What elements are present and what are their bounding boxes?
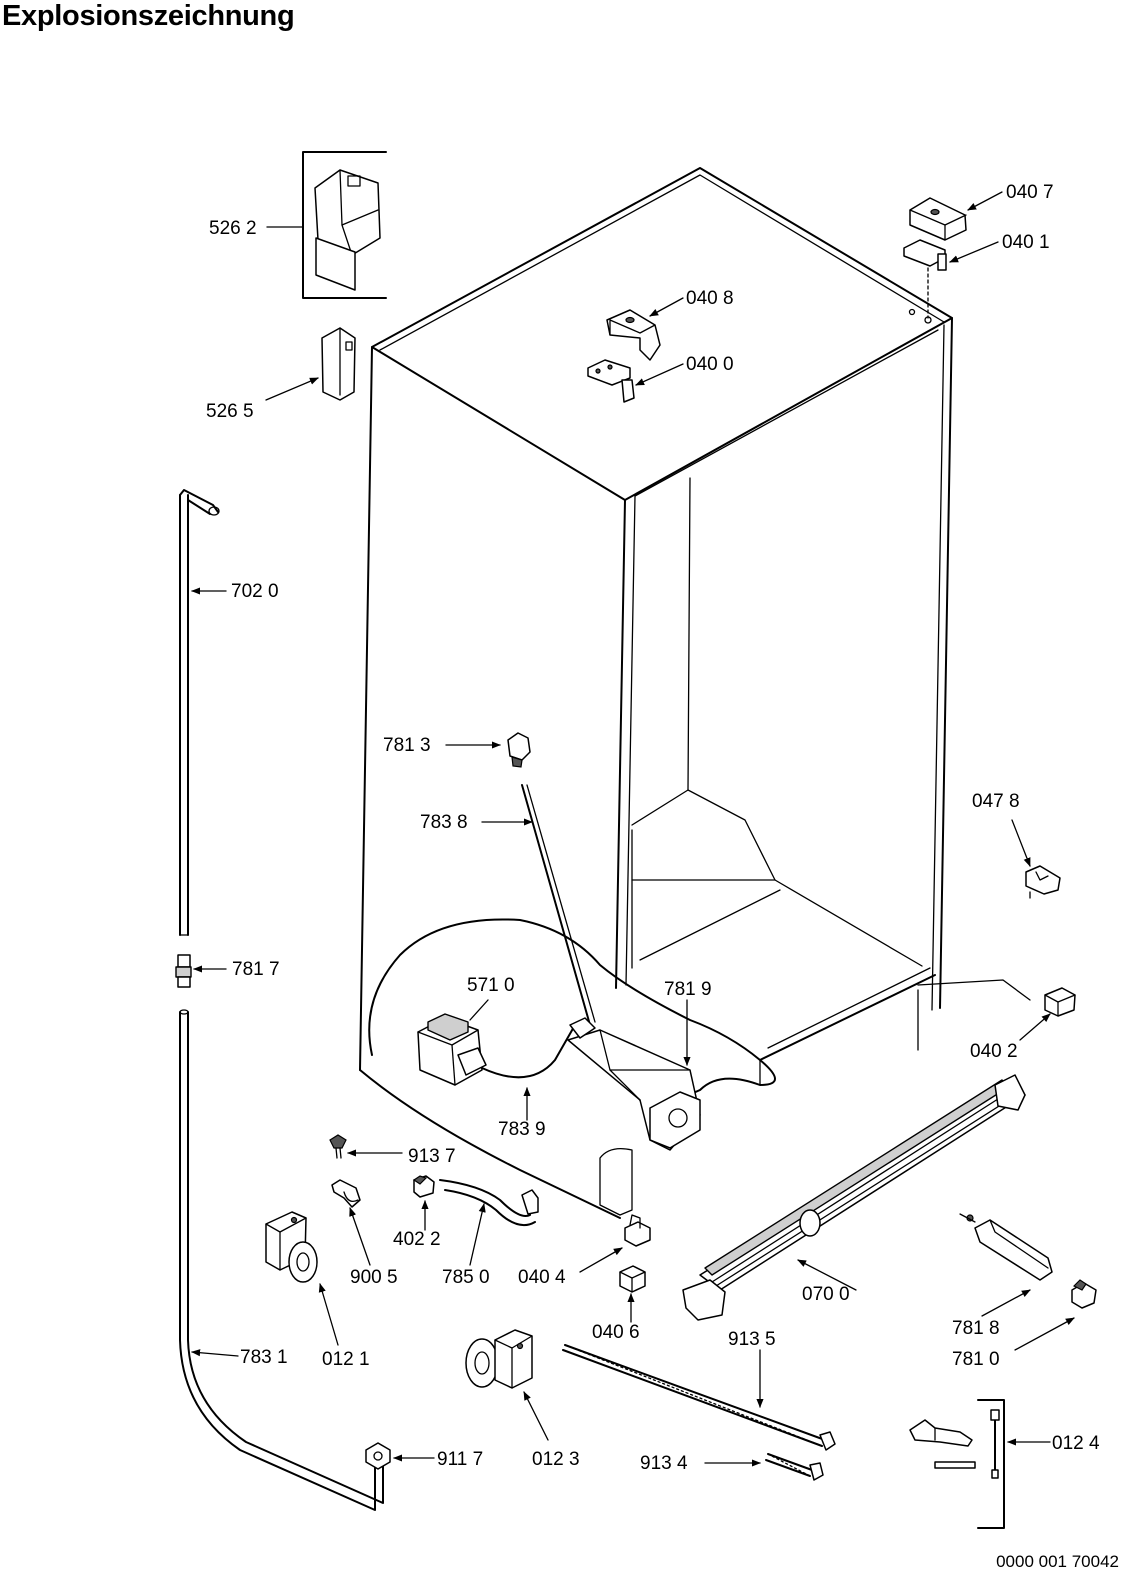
label-526-5: 526 5	[206, 401, 254, 422]
part-040-0-hinge-bracket	[587, 359, 684, 403]
part-913-5-threaded-rod	[562, 1344, 836, 1451]
label-040-6: 040 6	[592, 1322, 640, 1343]
label-783-8: 783 8	[420, 812, 468, 833]
label-040-7: 040 7	[1006, 182, 1054, 203]
label-913-4: 913 4	[640, 1453, 688, 1474]
label-040-8: 040 8	[686, 288, 734, 309]
label-571-0: 571 0	[467, 975, 515, 996]
part-040-6-block	[619, 1265, 646, 1323]
label-012-1: 012 1	[322, 1349, 370, 1370]
label-040-0: 040 0	[686, 354, 734, 375]
label-911-7: 911 7	[437, 1449, 483, 1470]
part-526-2-terminal-block	[266, 151, 387, 299]
label-913-5: 913 5	[728, 1329, 776, 1350]
part-040-7-hinge-cover	[909, 191, 1003, 241]
label-913-7: 913 7	[408, 1146, 456, 1167]
label-402-2: 402 2	[393, 1229, 441, 1250]
part-040-4-bracket	[579, 1214, 651, 1273]
part-911-7-nut	[365, 1442, 435, 1470]
part-047-8-clip	[1011, 819, 1061, 899]
part-070-0-base-bar	[682, 1074, 1026, 1321]
document-number: 0000 001 70042	[996, 1552, 1119, 1571]
label-040-4: 040 4	[518, 1267, 566, 1288]
part-781-7-connector	[175, 954, 227, 988]
label-783-1: 783 1	[240, 1347, 288, 1368]
part-040-8-hinge-cover	[606, 297, 684, 361]
part-783-8-capillary	[481, 784, 596, 1026]
label-040-2: 040 2	[970, 1041, 1018, 1062]
label-526-2: 526 2	[209, 218, 257, 239]
part-781-3-knob	[445, 732, 531, 768]
label-781-8: 781 8	[952, 1318, 1000, 1339]
part-402-2-grommet	[412, 1175, 435, 1231]
part-781-9-thermostat-housing	[567, 999, 701, 1151]
part-785-0-hose	[439, 1179, 539, 1266]
part-040-2-bottom-hinge	[1019, 987, 1076, 1041]
part-571-0-valve	[417, 999, 576, 1086]
label-070-0: 070 0	[802, 1284, 850, 1305]
label-040-1: 040 1	[1002, 232, 1050, 253]
label-012-4: 012 4	[1052, 1433, 1100, 1454]
label-781-3: 781 3	[383, 735, 431, 756]
label-781-0: 781 0	[952, 1349, 1000, 1370]
part-702-0-tube	[179, 489, 227, 936]
part-913-7-screw	[329, 1134, 403, 1159]
label-785-0: 785 0	[442, 1267, 490, 1288]
label-012-3: 012 3	[532, 1449, 580, 1470]
label-047-8: 047 8	[972, 791, 1020, 812]
part-526-5-cover-plate	[265, 327, 356, 401]
part-913-4-bolt	[704, 1453, 824, 1481]
part-781-0-knob	[1014, 1279, 1097, 1351]
page-title: Explosionszeichnung	[2, 0, 295, 32]
part-040-1-top-hinge	[903, 239, 999, 324]
part-012-1-roller	[265, 1211, 339, 1346]
part-012-4-tool-kit	[909, 1399, 1051, 1529]
part-012-3-roller	[465, 1329, 549, 1441]
part-781-8-sensor	[959, 1213, 1053, 1317]
label-900-5: 900 5	[350, 1267, 398, 1288]
label-781-9: 781 9	[664, 979, 712, 1000]
label-702-0: 702 0	[231, 581, 279, 602]
part-783-1-bent-tube	[179, 1009, 384, 1511]
part-900-5-clamp	[331, 1179, 371, 1266]
label-781-7: 781 7	[232, 959, 280, 980]
label-783-9: 783 9	[498, 1119, 546, 1140]
cabinet-body	[359, 167, 1031, 1219]
